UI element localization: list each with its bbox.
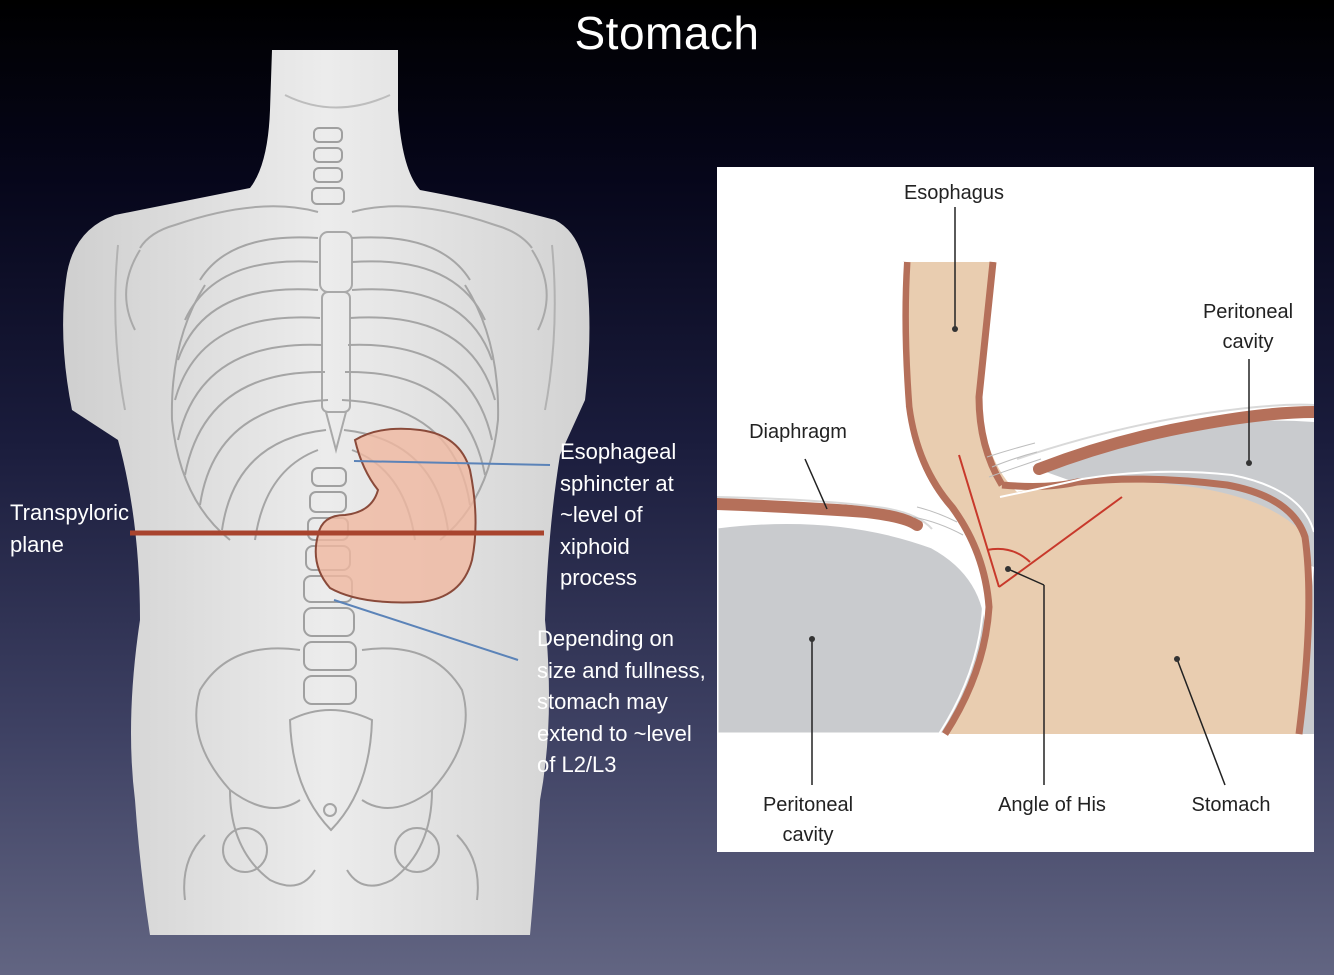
diaphragm-left	[717, 498, 923, 531]
left-peritoneal-cavity-shape	[717, 521, 989, 736]
stomach-label: Stomach	[1191, 794, 1271, 816]
angle-of-his-marker	[958, 454, 1123, 588]
esophagus-label: Esophagus	[903, 182, 1005, 204]
torso-skeleton-illustration	[63, 50, 590, 935]
peritoneal-cavity-upper-label: Peritoneal cavity	[1202, 301, 1294, 353]
esophagus-stomach-tissue	[904, 262, 1306, 734]
slide-title: Stomach	[574, 7, 760, 59]
transpyloric-plane-label: Transpyloric plane	[10, 500, 129, 557]
junction-illustration	[717, 207, 1314, 786]
diaphragm-label: Diaphragm	[749, 421, 847, 443]
esophageal-sphincter-label: Esophageal sphincter at ~level of xiphoi…	[560, 439, 677, 590]
phrenoesophageal-ligament-lines	[912, 442, 1042, 536]
angle-of-his-label: Angle of His	[998, 794, 1106, 816]
stomach-extent-label: Depending on size and fullness, stomach …	[537, 626, 706, 777]
diaphragm-right	[1033, 406, 1314, 475]
esophageal-sphincter-leader	[353, 460, 551, 466]
stomach-outline	[314, 427, 477, 604]
diagram-leader-lines	[804, 207, 1250, 786]
left-clavicle	[139, 205, 319, 249]
right-clavicle	[351, 205, 533, 249]
peritoneal-cavity-lower-label: Peritoneal cavity	[762, 794, 854, 846]
stomach-extent-leader	[333, 599, 519, 661]
pelvis	[183, 647, 479, 901]
gastroesophageal-junction-diagram: Esophagus Peritoneal cavity Diaphragm Pe…	[717, 167, 1314, 852]
